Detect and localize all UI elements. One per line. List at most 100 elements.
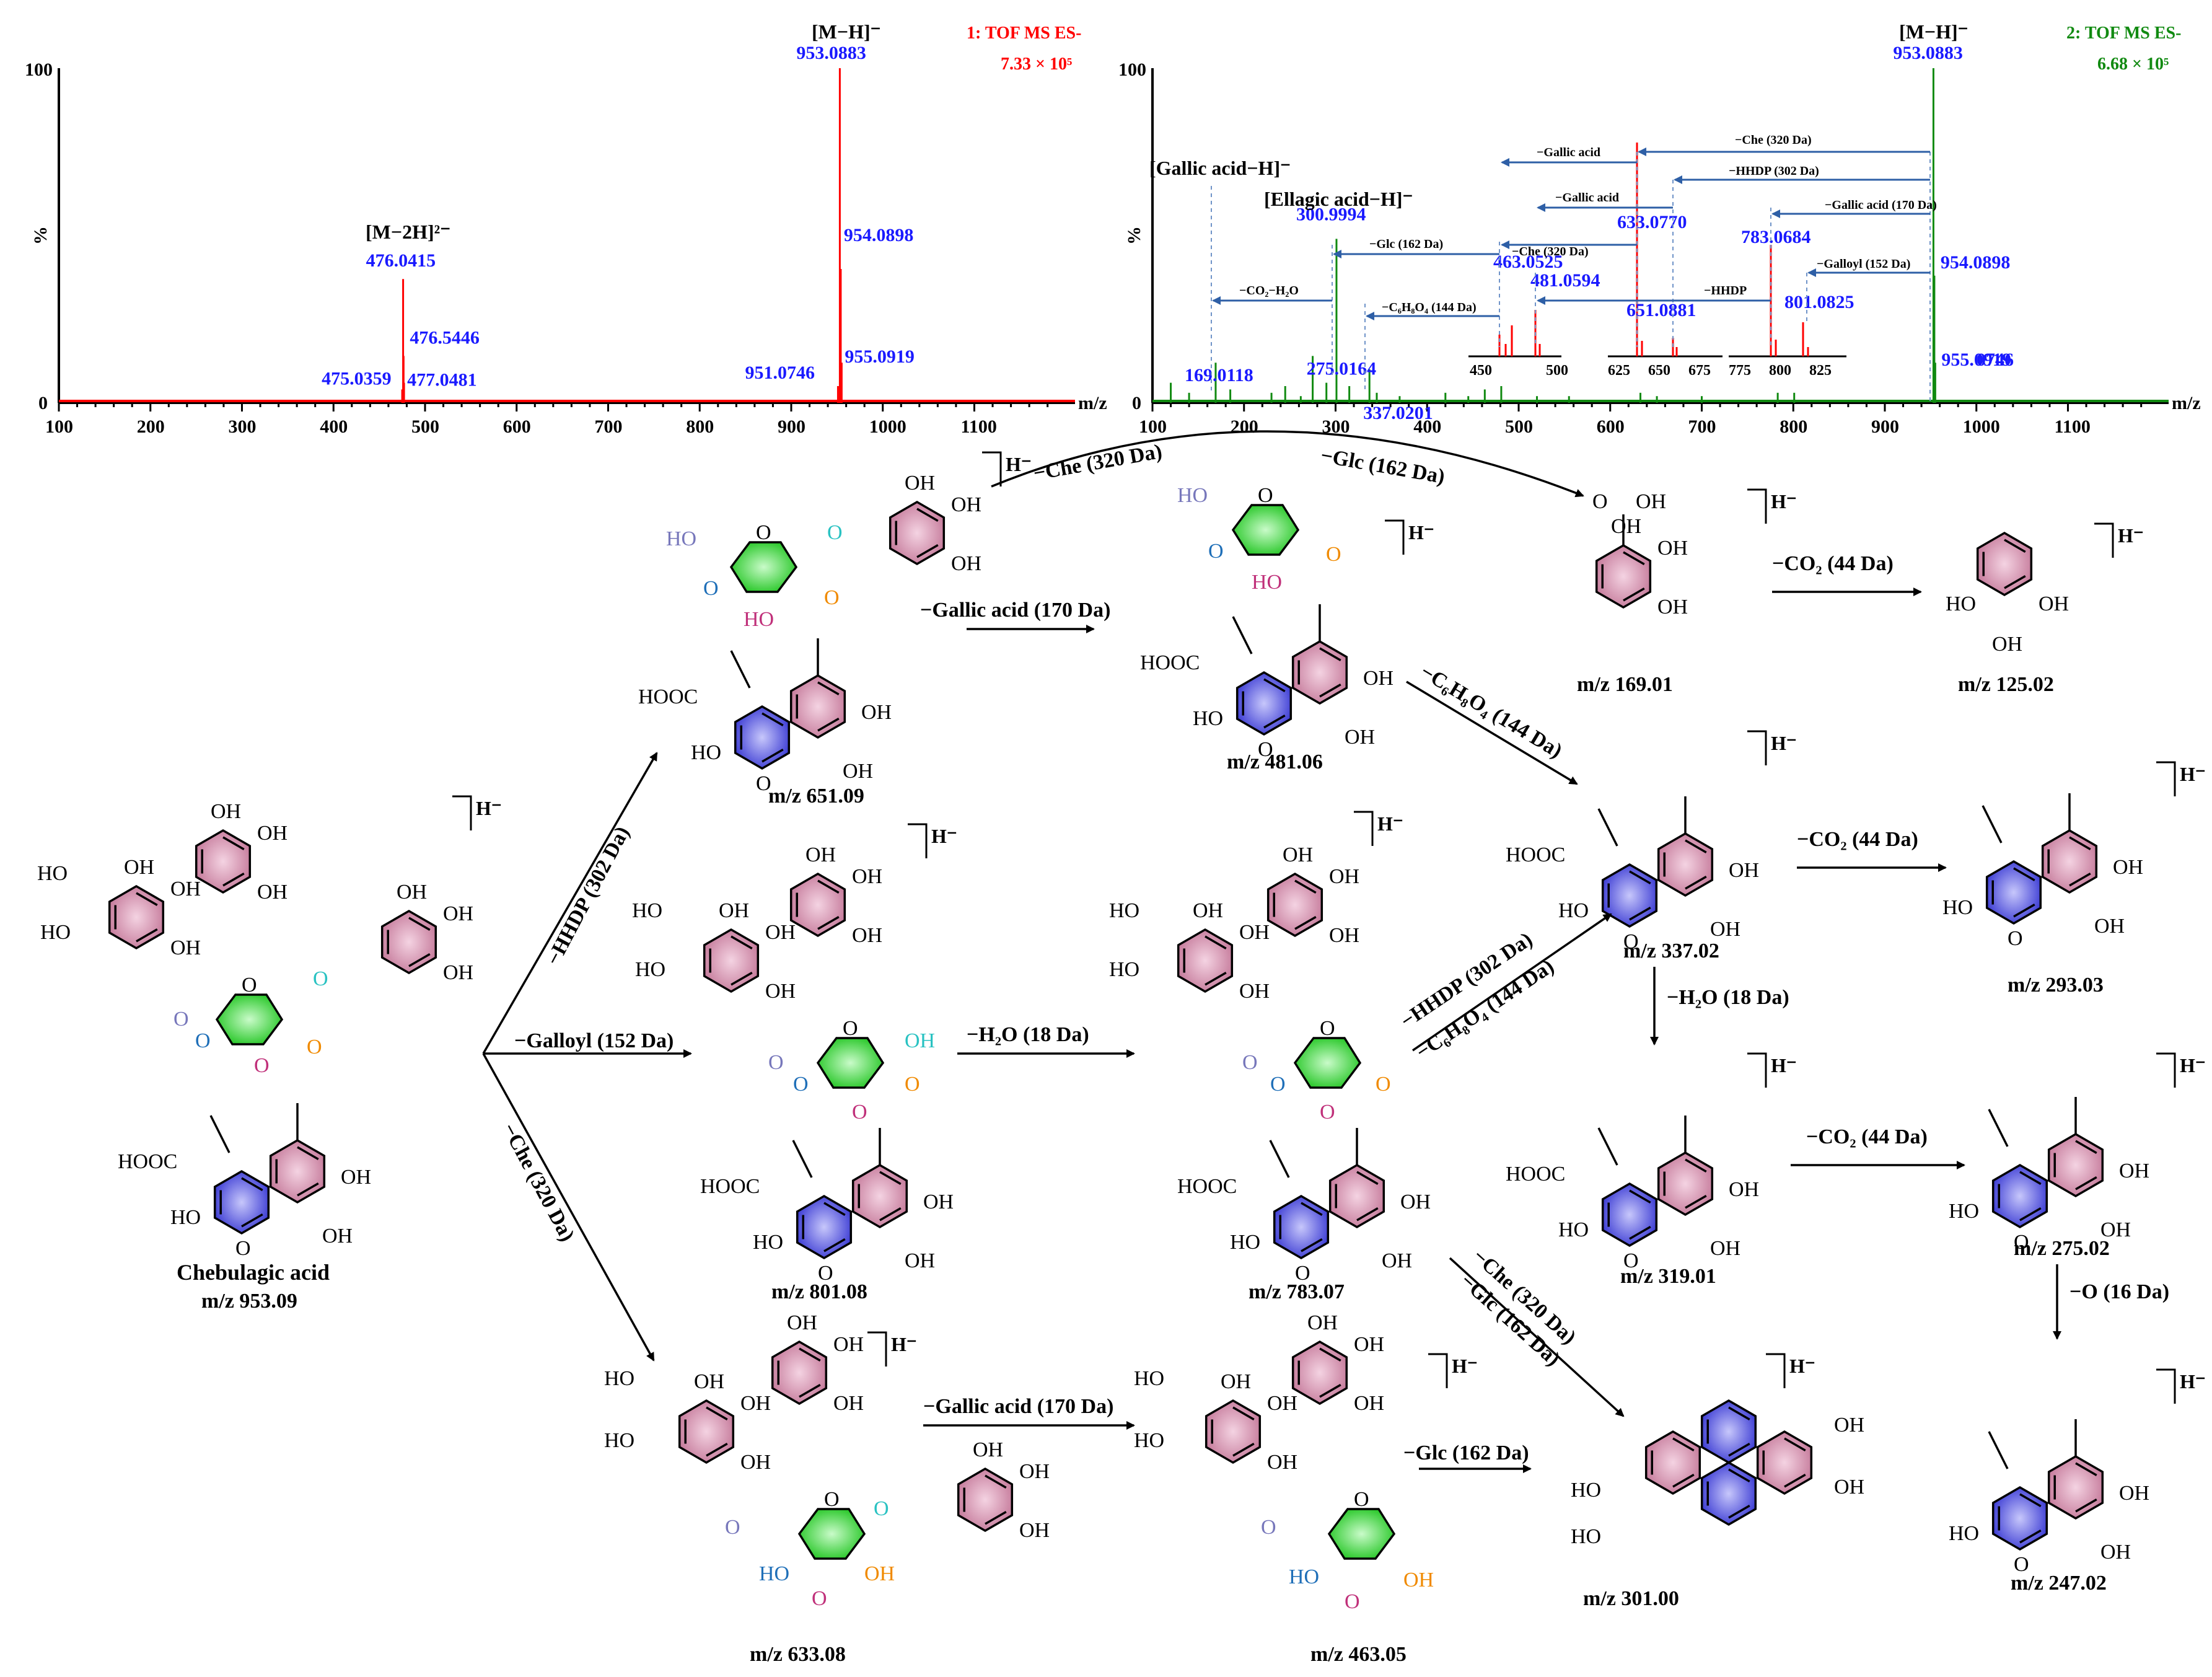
s2-xtick-label: 1000 — [1963, 416, 2000, 437]
galloyl-ring-double-bond — [1319, 1347, 1341, 1362]
charge-bracket — [1747, 730, 1767, 765]
scheme-arrows — [482, 430, 2061, 1473]
pink-ring-double-bond — [2075, 1176, 2097, 1191]
caption-293: m/z 293.03 — [2008, 974, 2104, 997]
pink-ring — [851, 1163, 908, 1229]
loss-hhdp-1: −HHDP (302 Da) — [1729, 164, 1819, 178]
charge-label: H⁻ — [476, 797, 502, 819]
o-label: O — [852, 1101, 867, 1124]
pink-ring-double-bond — [1685, 839, 1707, 854]
ho-label: HO — [1109, 899, 1139, 922]
ellagic-ring-1-double-bond — [1672, 1473, 1695, 1488]
oh-label: OH — [397, 881, 427, 904]
caption-633: m/z 633.08 — [750, 1643, 846, 1666]
ellagic-ring-2 — [1700, 1399, 1757, 1464]
charge-bracket — [1428, 1353, 1448, 1388]
blue-ring-double-bond — [2019, 1493, 2042, 1508]
hooc-label: HOOC — [1177, 1175, 1237, 1198]
s1-peak-label: 951.0746 — [745, 363, 815, 383]
ho-label: HO — [1942, 896, 1973, 919]
fragmentation-scheme: OHOHOHOHOHOHOOHOHOHOHOHHOOHOOCHOHOOOOOOO… — [37, 472, 2149, 1613]
loss-label-h2o: −H₂O (18 Da) — [967, 1023, 1089, 1046]
oh-label: OH — [765, 980, 796, 1003]
oh-label: OH — [443, 961, 473, 984]
oh-label: OH — [1657, 596, 1688, 618]
loss-hhdp-2: −HHDP — [1704, 284, 1747, 297]
loss-co2-h2o: −CO₂−H₂O — [1239, 284, 1299, 297]
pink-ring-double-bond — [2069, 836, 2091, 851]
s1-xtick-label: 800 — [686, 416, 714, 437]
pink-ring-double-bond — [879, 1207, 902, 1221]
oh-label: OH — [1636, 490, 1666, 513]
galloyl-ring-double-bond — [408, 917, 431, 931]
ellagic-ring-1 — [1644, 1430, 1701, 1495]
pink-ring — [1657, 1151, 1714, 1217]
ring-o-label: O — [756, 521, 771, 544]
blue-ring-double-bond — [241, 1177, 263, 1192]
s1-xtick-label: 400 — [320, 416, 348, 437]
oh-label: OH — [2039, 592, 2069, 615]
ho-label: HO — [604, 1367, 634, 1390]
bond — [792, 1140, 813, 1178]
blue-ring-double-bond — [1301, 1202, 1323, 1217]
o-label: O — [1326, 543, 1341, 566]
oh-label: OH — [861, 701, 892, 724]
galloyl-ring-double-bond — [706, 1406, 728, 1421]
ho-label: HO — [1571, 1525, 1601, 1548]
oh-label: OH — [864, 1562, 895, 1585]
galloyl-ring — [1595, 544, 1652, 609]
blue-ring-double-bond — [2019, 1171, 2042, 1186]
ring-o-label: O — [824, 1488, 840, 1511]
pink-ring-double-bond — [817, 681, 840, 696]
o-label: O — [827, 521, 843, 544]
glucose-ring — [797, 1508, 866, 1560]
s1-xtick-label: 900 — [778, 416, 805, 437]
hooc-label: HOOC — [638, 685, 698, 708]
s1-xtick-label: 700 — [594, 416, 622, 437]
pink-ring-double-bond — [1685, 1194, 1707, 1209]
charge-label: H⁻ — [1006, 453, 1032, 475]
inset-label-633: 633.0770 — [1617, 212, 1687, 232]
s1-xtick-label: 300 — [228, 416, 256, 437]
galloyl-ring-double-bond — [731, 935, 753, 950]
blue-ring — [1601, 863, 1658, 928]
loss-label-che-top: −Che (320 Da) — [1032, 440, 1164, 485]
blue-ring-double-bond — [1263, 714, 1286, 729]
galloyl-ring-double-bond — [1294, 915, 1317, 930]
pyrogallol-ring-double-bond — [2004, 539, 2026, 553]
galloyl-ring-double-bond — [916, 508, 939, 522]
ellagic-ring-3-double-bond — [1728, 1504, 1750, 1519]
o-label: O — [1376, 1073, 1391, 1096]
inset-label-481: 481.0594 — [1530, 270, 1600, 291]
blue-ring-double-bond — [823, 1238, 846, 1252]
galloyl-ring-double-bond — [799, 1347, 821, 1362]
oh-label: OH — [2119, 1160, 2149, 1182]
bond — [1982, 805, 2003, 843]
o-label: O — [793, 1073, 809, 1096]
o-label: O — [874, 1497, 889, 1520]
oh-label: OH — [1611, 515, 1641, 538]
galloyl-ring-double-bond — [1623, 587, 1645, 602]
o-label: O — [1295, 1262, 1310, 1285]
inset-a-tick-1: 450 — [1470, 363, 1492, 379]
pink-ring-double-bond — [2075, 1140, 2097, 1155]
pink-ring — [1657, 832, 1714, 897]
galloyl-ring — [1177, 928, 1234, 993]
s1-peak-label: 476.0415 — [366, 250, 436, 271]
ring-o-label: O — [1258, 484, 1273, 507]
s1-peak-label: 475.0359 — [322, 368, 392, 389]
pink-ring — [1328, 1163, 1385, 1229]
compound-captions: Chebulagic acid m/z 953.09 m/z 651.09 m/… — [177, 673, 2110, 1666]
ring-o-label: O — [1320, 1017, 1335, 1040]
ho-label: HO — [1134, 1429, 1164, 1452]
loss-c6h8o4: −C₆H₈O₄ (144 Da) — [1382, 301, 1477, 314]
blue-ring-double-bond — [1629, 1225, 1651, 1240]
oh-label: OH — [124, 856, 154, 879]
charge-brackets: H⁻H⁻H⁻H⁻H⁻H⁻H⁻H⁻H⁻H⁻H⁻H⁻H⁻H⁻H⁻ — [452, 451, 2206, 1404]
oh-label: OH — [787, 1311, 817, 1334]
oh-label: OH — [1329, 865, 1359, 888]
ho-label: HO — [691, 741, 721, 764]
